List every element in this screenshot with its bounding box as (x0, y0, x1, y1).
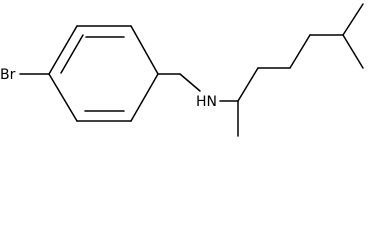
ring-bond (130, 25, 159, 75)
terminal-methyl-bond (342, 3, 364, 36)
ring-bond (48, 25, 78, 75)
ring-double-bond (60, 34, 84, 74)
amine-label: HN (196, 94, 217, 110)
terminal-methyl-bond (342, 34, 364, 69)
benzene-ring (48, 25, 159, 122)
chain-bond (237, 67, 259, 102)
ring-bond (130, 73, 159, 122)
bromine-label: Br (0, 67, 16, 83)
ch2-n-bond (179, 73, 201, 92)
molecule-diagram: Br HN (0, 3, 364, 137)
chain-bond (289, 34, 311, 69)
ring-bond (48, 73, 78, 122)
